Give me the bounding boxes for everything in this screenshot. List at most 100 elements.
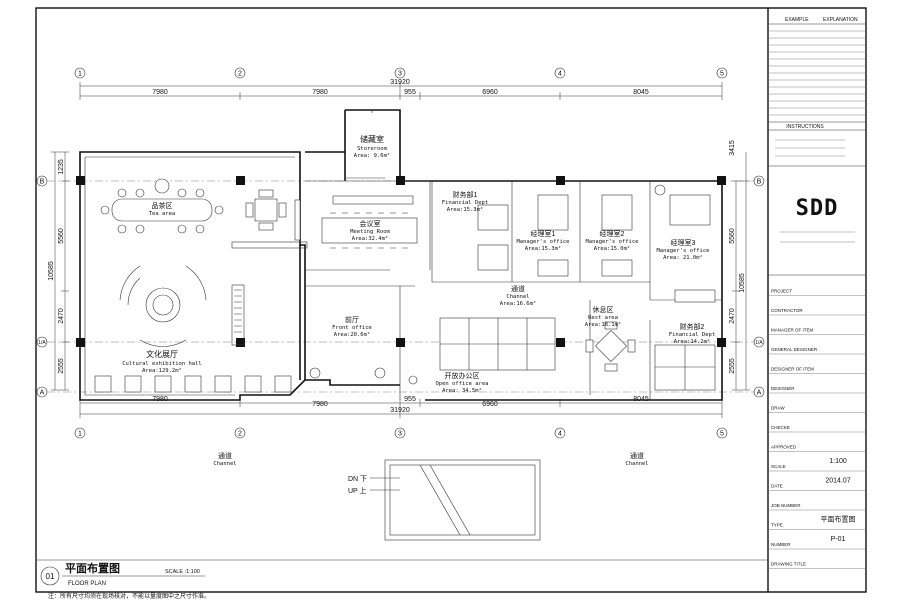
title-block-field-label: DESIGNER	[771, 386, 795, 391]
title-block-field-label: APPROVED	[771, 445, 797, 450]
small-table-set	[245, 189, 301, 241]
left-dim-total: 10585	[48, 261, 55, 281]
grid-3-bottom: 3	[398, 431, 402, 438]
top-dim-seg-5: 8045	[633, 89, 649, 96]
title-zh: 平面布置图	[65, 561, 120, 575]
left-dimensions: 10585 1235 5560 2470 2555	[48, 151, 69, 391]
office-desks	[439, 194, 716, 391]
stair: DN 下 UP 上	[348, 459, 541, 541]
room-fin2-zh: 财务部2	[680, 322, 705, 331]
grid-3-top: 3	[398, 71, 402, 78]
title-scale: SCALE :1:100	[165, 569, 200, 575]
title-block-field-label: CHECKE	[771, 425, 790, 430]
plant-icons	[309, 184, 666, 385]
top-dim-seg-2: 7980	[312, 89, 328, 96]
bottom-dim-total: 31920	[390, 407, 410, 414]
channel-left-en: Channel	[213, 461, 236, 467]
title-block-field-label: NUMBER	[771, 542, 791, 547]
room-fin1-zh: 财务部1	[453, 190, 478, 199]
grid-bubbles-bottom: 1 2 3 4 5	[74, 427, 728, 439]
room-fin1-en: Financial Dept	[442, 200, 488, 206]
room-open-office-area: Area: 34.5m²	[442, 387, 482, 394]
room-open-office-en: Open office area	[436, 381, 489, 387]
stair-dn-label: DN 下	[348, 475, 367, 483]
title-block-field-label: GENERAL DESIGNER	[771, 347, 818, 352]
top-dim-total: 31920	[390, 79, 410, 86]
room-meeting-en: Meeting Room	[350, 229, 390, 235]
grid-1A-right: 1/A	[755, 340, 763, 346]
room-mgr3-zh: 经理室3	[671, 238, 696, 247]
grid-1-top: 1	[78, 71, 82, 78]
room-front-area: Area:20.6m²	[334, 331, 370, 338]
grid-bubbles-top: 1 2 3 4 5	[74, 67, 728, 79]
grid-2-bottom: 2	[238, 431, 242, 438]
grid-5-top: 5	[720, 71, 724, 78]
top-dimensions: 31920 7980 7980 955 6960 8045 3415	[79, 79, 736, 156]
structural-columns	[76, 176, 726, 347]
title-block-field-label: MANAGER OF ITEM	[771, 328, 814, 333]
room-mgr2-area: Area:15.0m²	[594, 245, 630, 252]
bottom-dim-seg-2: 7980	[312, 401, 328, 408]
right-dimensions: 5560 2470 2555 10585	[729, 152, 750, 391]
room-front-zh: 前厅	[345, 315, 359, 324]
sheet-border	[35, 7, 867, 593]
channel-right-zh: 通道	[630, 451, 644, 460]
grid-A-right: A	[757, 390, 762, 397]
exhibition-display	[119, 241, 308, 347]
title-block-field-value: 2014.07	[825, 478, 850, 485]
title-block-field-label: JOB NUMBER	[771, 503, 801, 508]
grid-1-bottom: 1	[78, 431, 82, 438]
left-dim-seg-4: 2555	[58, 358, 65, 374]
bottom-dim-seg-3: 955	[404, 396, 416, 403]
room-meeting-area: Area:32.4m²	[352, 235, 388, 242]
room-rest-area: Area:18.1m²	[585, 321, 621, 328]
grid-4-bottom: 4	[558, 431, 562, 438]
display-cases	[94, 375, 292, 393]
top-dim-seg-3: 955	[404, 89, 416, 96]
right-dim-seg-3: 2555	[729, 358, 736, 374]
walls	[79, 109, 723, 401]
left-dim-seg-2: 5560	[58, 228, 65, 244]
tea-table	[100, 178, 224, 234]
title-block-field-label: CONTRACTOR	[771, 308, 803, 313]
room-labels: 储藏室 Storeroom Area: 9.6m² 品茶区 Tea area 会…	[122, 134, 715, 394]
left-dim-seg-3: 2470	[58, 308, 65, 324]
title-block-instructions: INSTRUCTIONS	[786, 124, 824, 130]
floor-plan: 31920 7980 7980 955 6960 8045 3415 1 2 3…	[36, 67, 765, 541]
title-block-fields: PROJECT CONTRACTOR MANAGER OF ITEM GENERAL …	[768, 289, 866, 569]
title-block-field-label: DRAW	[771, 406, 785, 411]
grid-1A-left: 1/A	[38, 340, 46, 346]
room-channel-zh: 通道	[511, 284, 525, 293]
grid-5-bottom: 5	[720, 431, 724, 438]
room-mgr1-en: Manager's office	[517, 239, 570, 245]
room-mgr3-en: Manager's office	[657, 248, 710, 254]
title-block-field-label: SCALE	[771, 464, 786, 469]
title-block-field-value: 平面布置图	[821, 515, 856, 524]
rest-area-table	[585, 321, 636, 372]
room-mgr3-area: Area: 21.0m²	[663, 254, 703, 261]
room-exhibition-en: Cultural exhibition hall	[122, 361, 201, 367]
title-block-field-value: 1:100	[829, 458, 847, 465]
room-fin1-area: Area:15.3m²	[447, 206, 483, 213]
room-meeting-zh: 会议室	[360, 219, 381, 228]
drawing-title: 01 平面布置图 FLOOR PLAN SCALE :1:100 注：所有尺寸均…	[40, 561, 210, 600]
title-block-field-label: DRAWING TITLE	[771, 562, 806, 567]
meeting-table	[321, 195, 418, 249]
top-dim-seg-1: 7980	[152, 89, 168, 96]
room-exhibition-zh: 文化展厅	[146, 349, 178, 359]
right-dim-total: 10585	[739, 273, 746, 293]
room-mgr1-zh: 经理室1	[531, 229, 556, 238]
company-logo: SDD	[796, 196, 839, 221]
room-storeroom-zh: 储藏室	[360, 134, 384, 144]
title-number: 01	[46, 572, 55, 581]
room-rest-en: Rest area	[588, 315, 618, 321]
channel-left-zh: 通道	[218, 451, 232, 460]
room-open-office-zh: 开放办公区	[445, 371, 480, 380]
grid-B-left: B	[40, 179, 45, 186]
room-channel-en: Channel	[506, 294, 529, 300]
title-block-field-label: PROJECT	[771, 289, 792, 294]
title-block-field-value: P-01	[831, 536, 846, 543]
right-dim-seg-1: 5560	[729, 228, 736, 244]
title-block-field-label: TYPE	[771, 523, 783, 528]
top-dim-seg-4: 6960	[482, 89, 498, 96]
